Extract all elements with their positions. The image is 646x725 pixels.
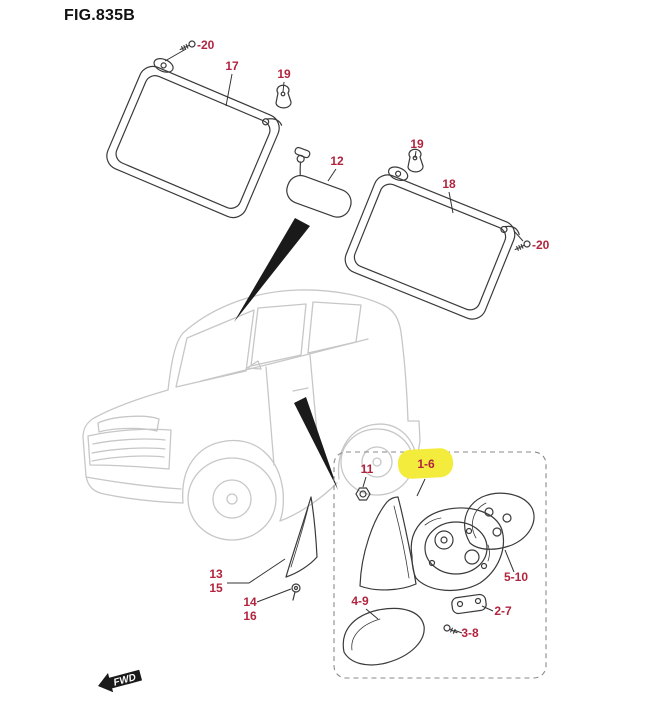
callout-actuator[interactable]: 2-7: [494, 604, 512, 618]
pointer-arrow-door-mirror: [294, 397, 338, 490]
leader-lines: [164, 48, 524, 634]
callout-trim-upper[interactable]: 13: [209, 567, 223, 581]
callout-holder-left[interactable]: 19: [277, 67, 291, 81]
callout-holder-right[interactable]: 19: [410, 137, 424, 151]
door-mirror-glass-plate: [464, 492, 535, 550]
callout-trim-lower[interactable]: 15: [209, 581, 223, 595]
figure-title: FIG.835B: [64, 7, 135, 24]
sun-visor-right: [344, 166, 520, 320]
callout-screw-left[interactable]: -20: [197, 38, 215, 52]
mirror-assembly-box: [333, 451, 547, 679]
door-mirror-housing: [410, 507, 505, 592]
callout-visor-right[interactable]: 18: [442, 177, 456, 191]
actuator-bracket: [451, 593, 487, 615]
screw-icon-left: [179, 40, 196, 51]
pointer-arrow-rearview: [234, 218, 310, 322]
car-outline: [82, 289, 421, 541]
trim-clip: [291, 583, 301, 601]
grommet-nut: [355, 487, 371, 501]
callout-screw-right[interactable]: -20: [532, 238, 550, 252]
callout-mirror-cover[interactable]: 4-9: [351, 594, 369, 608]
fwd-arrow-shape: [98, 669, 143, 693]
callout-grommet[interactable]: 11: [361, 462, 374, 476]
door-mirror-glass-triangle: [359, 496, 417, 591]
visor-holder-clip-left: [275, 84, 292, 109]
screw-icon-right: [514, 240, 531, 251]
assembly-screw: [443, 624, 458, 634]
callout-rearview-mirror[interactable]: 12: [330, 154, 344, 168]
fwd-arrow: FWD: [98, 669, 143, 693]
fwd-label: FWD: [112, 672, 137, 689]
highlight-selected-part: [397, 448, 454, 479]
rearview-mirror: [286, 146, 352, 218]
callout-trim-clip-lower[interactable]: 16: [243, 609, 257, 623]
door-mirror-cover: [342, 607, 425, 666]
sun-visor-left: [106, 58, 283, 219]
callout-mirror-assembly[interactable]: 1-6: [417, 457, 435, 471]
callout-assembly-screw[interactable]: 3-8: [461, 626, 479, 640]
callout-visor-left[interactable]: 17: [225, 59, 239, 73]
corner-trim: [285, 496, 318, 578]
callout-mirror-glass[interactable]: 5-10: [504, 570, 528, 584]
callout-trim-clip-upper[interactable]: 14: [243, 595, 257, 609]
